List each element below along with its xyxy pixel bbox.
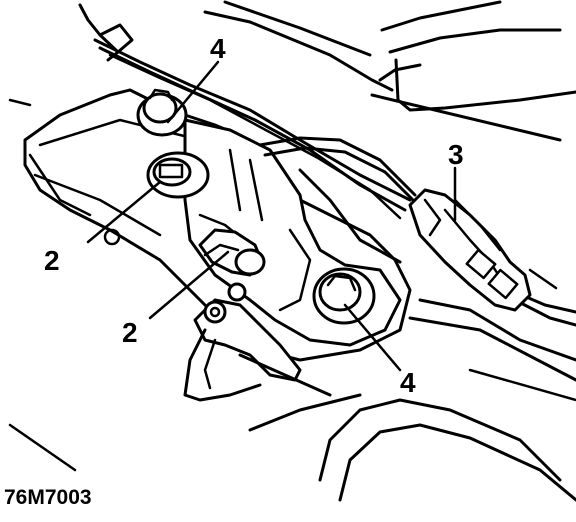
callout-labels: 4 3 2 2 4 (44, 33, 464, 398)
leader-line-2-upper (86, 180, 162, 244)
lower-lever-linkage (183, 282, 332, 402)
bolt-upper (136, 88, 188, 137)
leader-line-2-lower (148, 250, 230, 320)
bolt-lower (312, 267, 376, 325)
callout-4-top: 4 (210, 33, 226, 64)
wiring-connector (408, 188, 532, 312)
callout-2-lower: 2 (122, 317, 138, 348)
wiring-harness (78, 3, 576, 327)
callout-2-upper: 2 (44, 245, 60, 276)
leader-lines (86, 60, 457, 372)
body-panel-outlines (8, 0, 576, 502)
figure-code: 76M7003 (4, 486, 92, 509)
callout-3: 3 (448, 139, 464, 170)
pin-upper (146, 151, 210, 199)
leader-line-4-bottom (343, 303, 402, 372)
callout-4-bottom: 4 (400, 367, 416, 398)
leader-line-4-top (166, 60, 220, 124)
